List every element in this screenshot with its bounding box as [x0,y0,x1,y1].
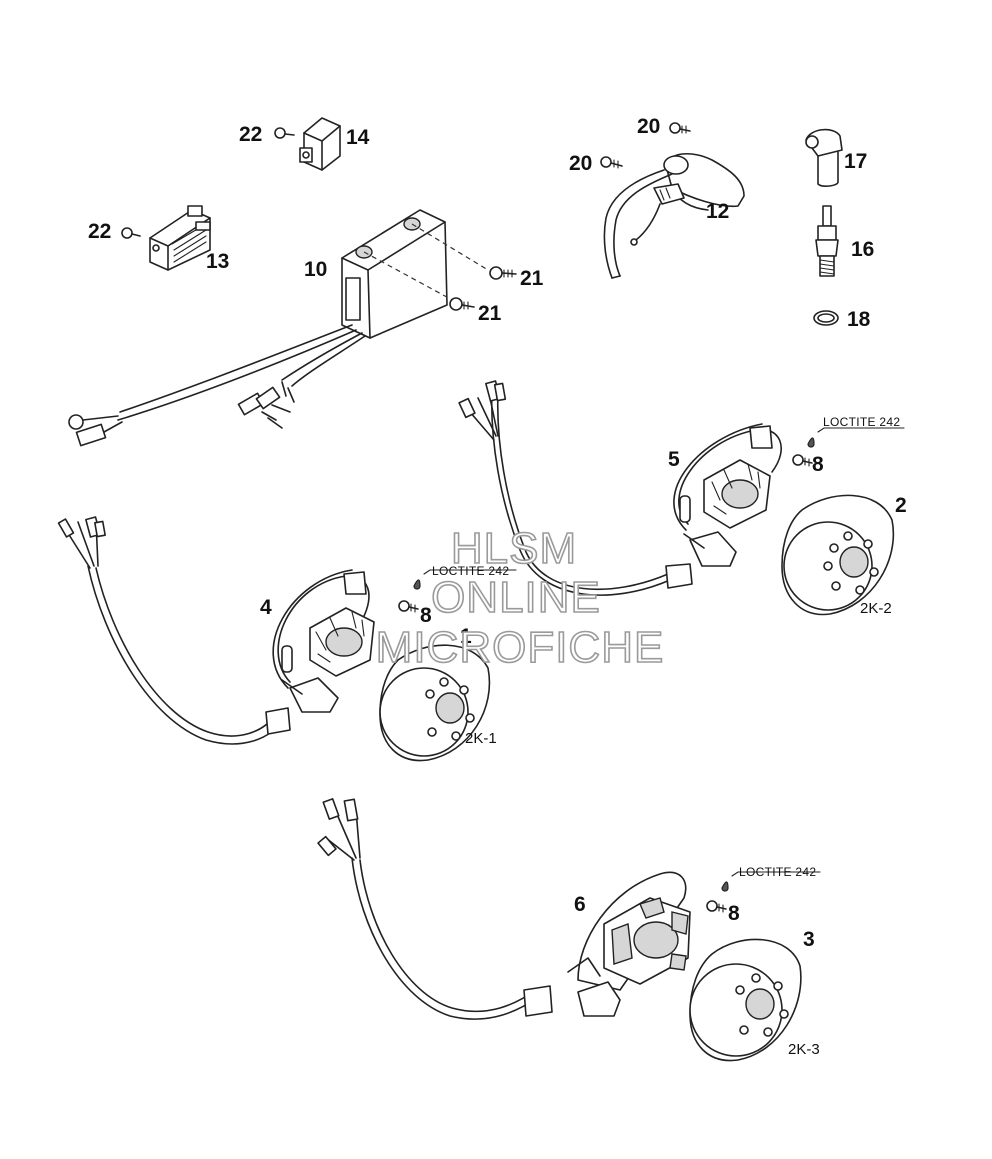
watermark-line-1: HLSM [451,524,577,573]
cdi-unit [68,209,489,447]
callout-20: 20 [569,152,592,175]
sealing-ring [813,310,839,326]
callout-22: 22 [239,123,262,146]
callout-8: 8 [812,453,824,476]
flywheel-3 [689,938,802,1062]
callout-21: 21 [520,267,544,290]
watermark-line-2: ONLINE [431,573,601,622]
callout-13: 13 [206,250,229,273]
callout-22: 22 [88,220,111,243]
stator-5-assembly [458,380,782,596]
bolt-21-lower [449,297,475,311]
callout-6: 6 [574,893,586,916]
loctite-note: LOCTITE 242 [432,564,509,578]
callout-2: 2 [895,494,907,517]
callout-14: 14 [346,126,370,149]
bolt-21-upper [489,266,517,280]
spark-plug [815,205,839,277]
screw-20-upper [669,122,691,134]
stator-6-assembly [317,798,691,1020]
sublabel-2k-2: 2K-2 [860,600,892,617]
sublabel-2k-3: 2K-3 [788,1041,820,1058]
relay [299,117,341,171]
callout-21: 21 [478,302,502,325]
callout-8: 8 [420,604,432,627]
callout-1: 1 [460,625,472,648]
callout-17: 17 [844,150,867,173]
voltage-regulator [149,205,211,271]
flywheel-2 [781,494,895,616]
callout-4: 4 [260,596,272,619]
callout-3: 3 [803,928,815,951]
callout-16: 16 [851,238,874,261]
callout-10: 10 [304,258,327,281]
stator-4-assembly [57,516,375,745]
screw-22-relay [274,127,295,139]
bolt-8-lower [706,871,821,913]
loctite-note: LOCTITE 242 [739,865,816,879]
spark-plug-cap [805,128,843,187]
flywheel-1 [379,644,491,762]
bolt-8-middle [398,569,517,613]
bolt-8-upper [792,427,905,467]
ignition-coil [603,153,745,279]
callout-18: 18 [847,308,871,331]
callout-8: 8 [728,902,740,925]
callout-12: 12 [706,200,729,223]
callout-20: 20 [637,115,660,138]
callout-5: 5 [668,448,680,471]
screw-22-regulator [121,227,141,239]
watermark-line-3: MICROFICHE [376,623,665,672]
sublabel-2k-1: 2K-1 [465,730,497,747]
screw-20-lower [600,156,623,169]
loctite-note: LOCTITE 242 [823,415,900,429]
